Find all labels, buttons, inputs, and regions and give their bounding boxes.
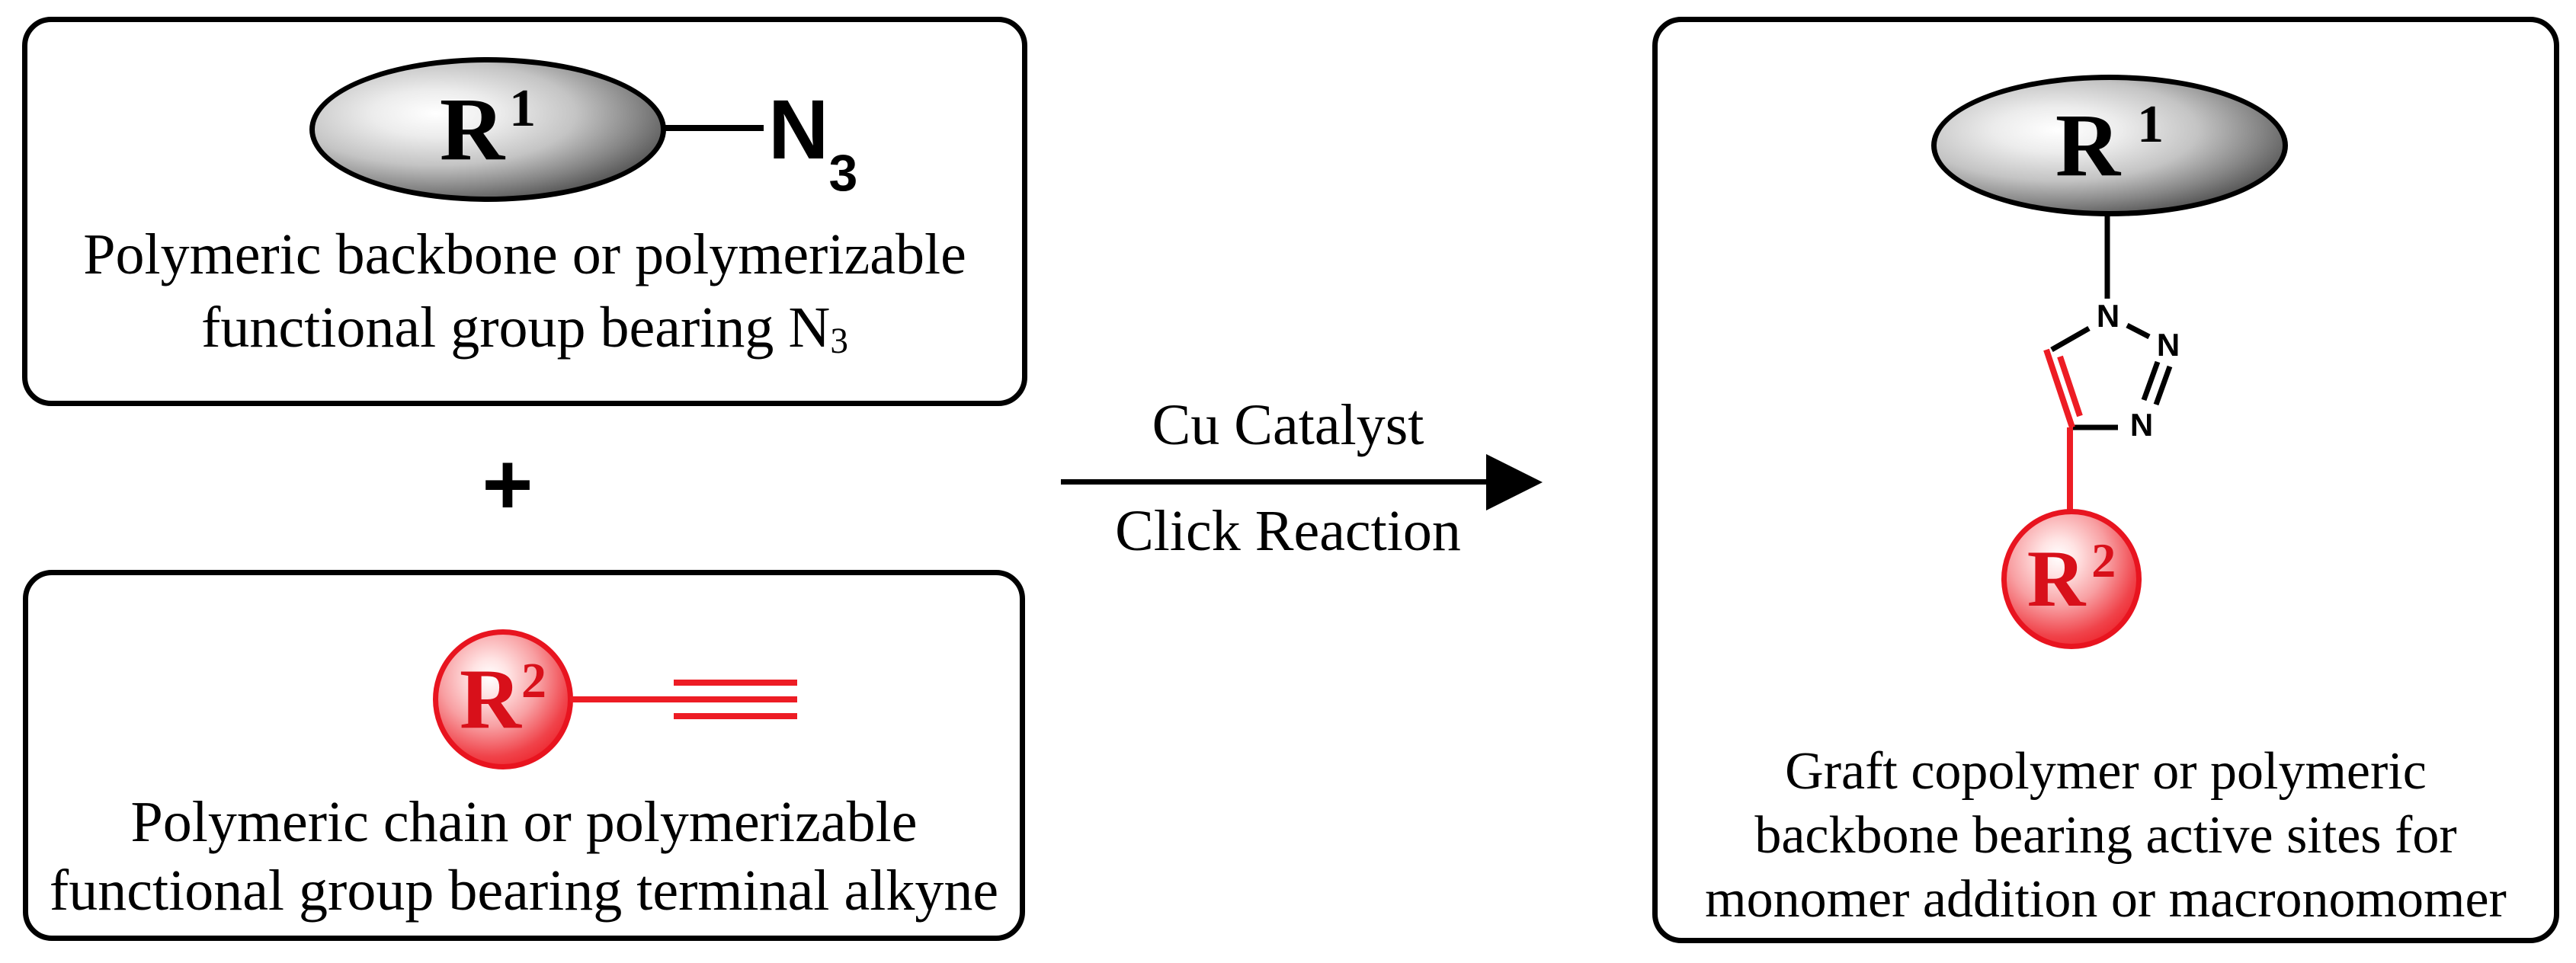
- plus-sign: +: [482, 436, 533, 533]
- r1-backbone-ellipse: R1: [309, 57, 666, 202]
- reactant-azide-caption-line2-sub: 3: [830, 322, 848, 362]
- reactant-azide-caption-line2-text: functional group bearing N: [201, 296, 831, 360]
- product-caption: Graft copolymer or polymeric backbone be…: [1652, 740, 2559, 932]
- r2-label: R2: [460, 653, 546, 743]
- reactant-azide-caption: Polymeric backbone or polymerizable func…: [22, 218, 1027, 372]
- product-r2-label-superscript: 2: [2091, 533, 2116, 587]
- product-caption-line2: backbone bearing active sites for: [1754, 806, 2457, 865]
- reactant-alkyne-caption-line1: Polymeric chain or polymerizable: [130, 790, 918, 854]
- alkyne-bond-bottom: [674, 713, 797, 719]
- bond-n1-n2: [2126, 322, 2151, 340]
- azide-n: N: [768, 83, 829, 177]
- reactant-azide-caption-line1: Polymeric backbone or polymerizable: [83, 222, 966, 286]
- arrow-label-above: Cu Catalyst: [1152, 393, 1424, 457]
- r1-label-base: R: [439, 79, 505, 179]
- triazole-ring: N N N: [2043, 215, 2180, 513]
- reactant-alkyne-caption-line2: functional group bearing terminal alkyne: [49, 859, 999, 923]
- triazole-n1-label: N: [2097, 298, 2119, 334]
- azide-bond: [665, 125, 764, 131]
- product-r1-label-superscript: 1: [2137, 95, 2164, 154]
- r2-chain-sphere: R2: [433, 629, 573, 769]
- reaction-arrow-line: [1061, 479, 1489, 485]
- product-caption-line1: Graft copolymer or polymeric: [1785, 742, 2427, 801]
- product-r1-label-base: R: [2055, 95, 2121, 195]
- r2-label-superscript: 2: [521, 653, 546, 709]
- reactant-alkyne-caption: Polymeric chain or polymerizable functio…: [23, 788, 1025, 925]
- r1-label-superscript: 1: [509, 79, 537, 138]
- bond-c5-c4-outer: [2043, 348, 2075, 429]
- r1-label: R1: [440, 79, 537, 174]
- product-r2-label-base: R: [2027, 534, 2086, 623]
- reactant-azide-caption-line2: functional group bearing N3: [22, 291, 1027, 372]
- triazole-n2-label: N: [2157, 327, 2180, 363]
- azide-group-label: N3: [768, 88, 857, 203]
- product-caption-line3: monomer addition or macronomomer: [1705, 870, 2507, 929]
- bond-c5-c4-inner: [2057, 355, 2083, 418]
- triazole-n3-label: N: [2130, 407, 2153, 443]
- bond-n1-c5: [2050, 325, 2091, 353]
- reaction-arrow-head: [1486, 454, 1543, 510]
- arrow-label-below: Click Reaction: [1115, 499, 1461, 563]
- alkyne-bond-middle: [570, 696, 797, 702]
- bond-n2-n3-b: [2141, 360, 2161, 402]
- azide-subscript: 3: [828, 144, 858, 202]
- r2-label-base: R: [460, 652, 521, 747]
- alkyne-bond-top: [674, 680, 797, 686]
- bond-n2-n3-a: [2153, 365, 2173, 406]
